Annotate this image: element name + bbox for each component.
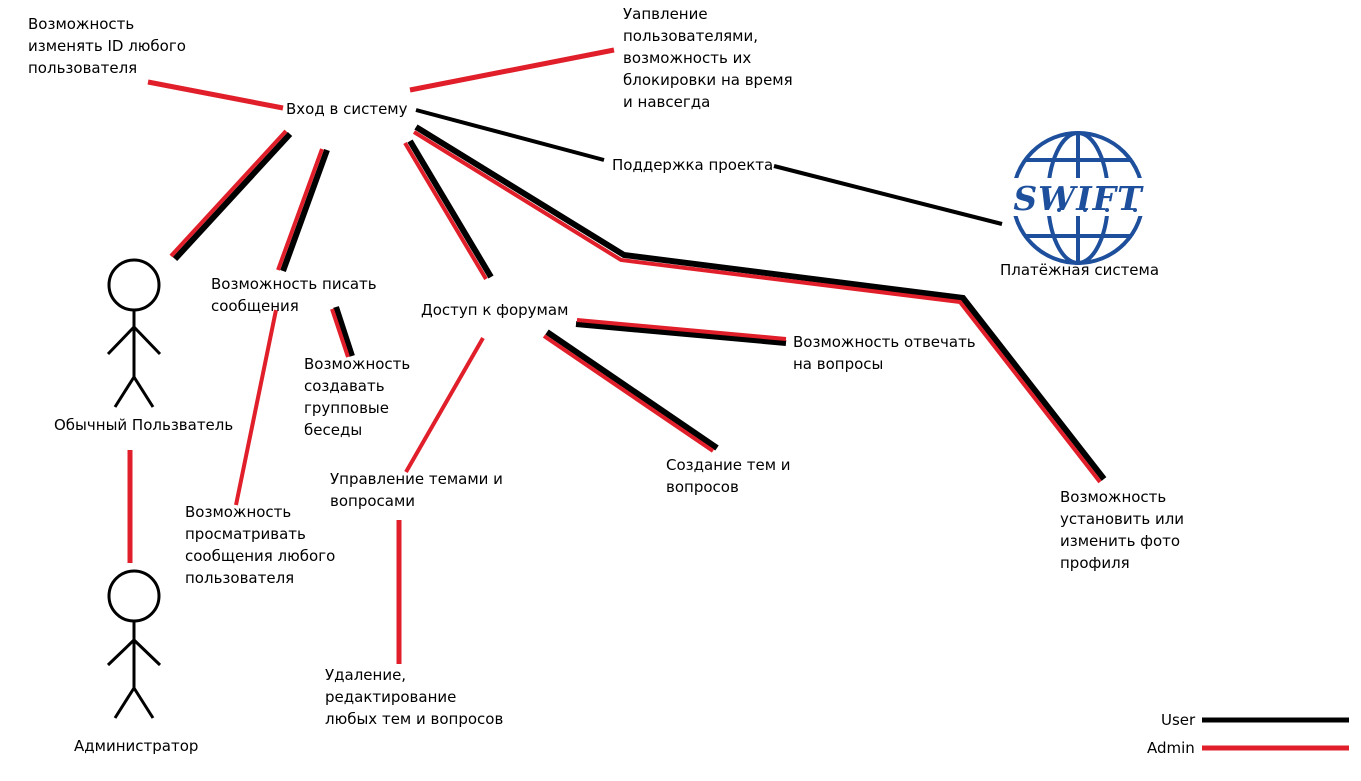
edge-write-view-messages [234,309,278,506]
edge-login-change-id [147,79,284,111]
node-manage-topics: Управление темами и вопросами [330,470,503,510]
node-profile-photo: Возможность установить или изменить фото… [1060,488,1185,572]
edge-forums-answer [575,318,787,346]
actor-admin-label: Администратор [74,737,199,755]
edge-forums-create-topics [542,329,719,453]
edge-forums-manage-topics [404,337,485,473]
node-delete-edit: Удаление, редактирование любых тем и воп… [325,666,504,728]
node-view-messages: Возможность просматривать сообщения любо… [185,503,336,587]
edge-write-group-chats [330,306,355,358]
node-answer: Возможность отвечать на вопросы [793,333,976,373]
node-create-topics: Создание тем и вопросов [666,456,791,496]
node-forums: Доступ к форумам [421,301,569,319]
edge-login-support [415,108,605,162]
edge-login-user [169,129,293,262]
edge-login-profile-photo [412,124,1107,484]
actor-user-label: Обычный Пользватель [54,416,234,434]
node-manage-users: Уапвление пользователями, возможность их… [623,5,793,111]
swift-globe-icon: SWIFT [1010,131,1146,265]
node-support: Поддержка проекта [612,156,774,174]
user-actor-icon [106,258,162,408]
edge-login-forums [403,139,494,281]
node-login: Вход в систему [286,100,408,118]
node-write-messages: Возможность писать сообщения [211,275,377,315]
edge-login-write-messages [276,148,330,273]
edge-login-manage-users [409,47,615,93]
legend-admin-label: Admin [1147,739,1195,757]
edge-support-payment [773,164,1003,226]
node-group-chats: Возможность создавать групповые беседы [304,355,411,439]
admin-actor-icon [106,569,162,719]
node-payment: Платёжная система [1000,261,1160,279]
node-change-id: Возможность изменять ID любого пользоват… [28,15,186,77]
swift-logo-text: SWIFT [1013,179,1144,218]
legend-user-label: User [1161,711,1196,729]
